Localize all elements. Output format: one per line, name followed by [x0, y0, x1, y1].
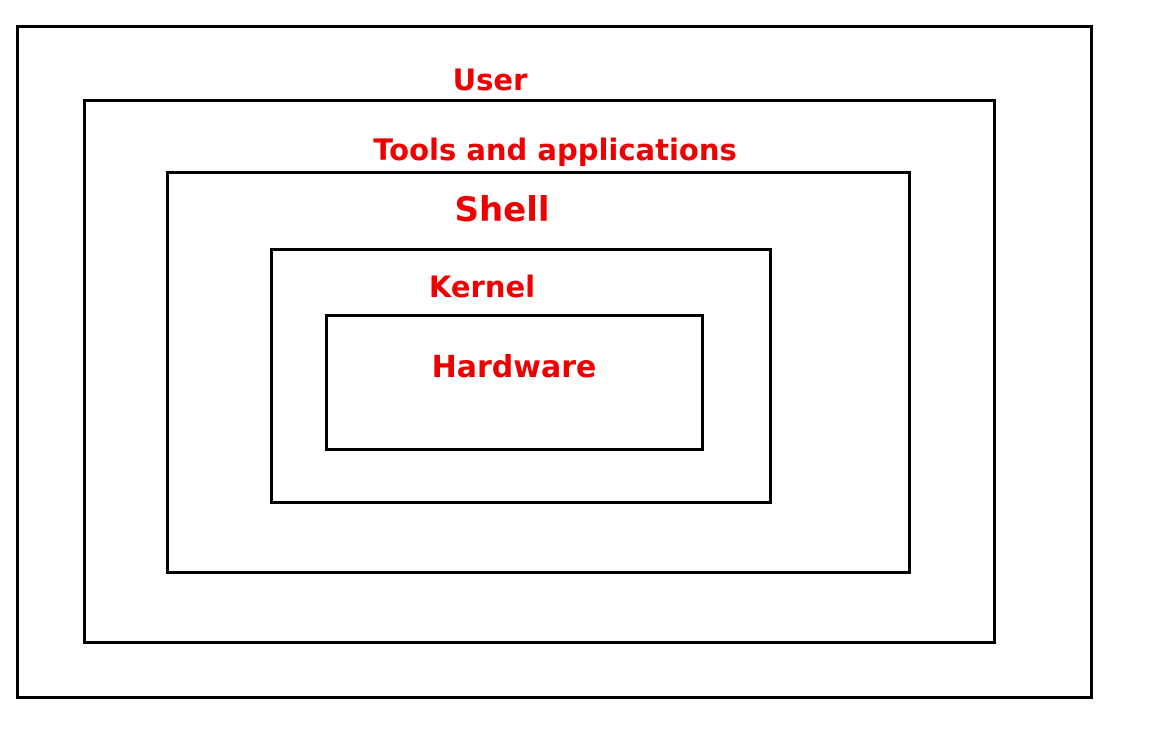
kernel-layer-label: Kernel — [428, 270, 536, 304]
hardware-layer-box — [325, 314, 704, 451]
shell-layer-box — [166, 171, 911, 574]
user-layer-label: User — [452, 63, 528, 97]
tools-and-applications-layer-box — [83, 99, 996, 644]
hardware-layer-label: Hardware — [431, 350, 597, 385]
tools-and-applications-layer-label: Tools and applications — [373, 133, 737, 167]
shell-layer-label: Shell — [454, 190, 550, 230]
user-layer-box — [16, 25, 1093, 699]
kernel-layer-box — [270, 248, 772, 504]
